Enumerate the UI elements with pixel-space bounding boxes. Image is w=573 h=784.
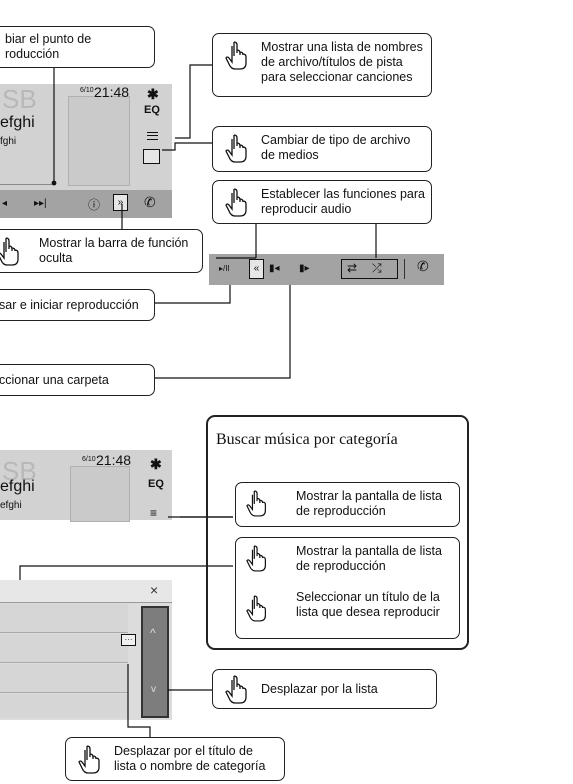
album-art (70, 466, 130, 522)
callout-change-type: Cambiar de tipo de archivo de medios (212, 126, 432, 172)
list-row[interactable] (0, 604, 128, 633)
category-item-2-text: Mostrar la pantalla de lista de reproduc… (296, 544, 442, 573)
pointing-hand-icon (225, 675, 247, 704)
show-bar-button[interactable]: » (113, 194, 128, 211)
callout-scroll-list: Desplazar por la lista (212, 669, 437, 709)
eq-button[interactable]: EQ (148, 478, 164, 490)
list-row[interactable] (0, 634, 128, 663)
pointing-hand-icon (246, 490, 266, 517)
folder-prev-icon[interactable]: ▮◂ (269, 263, 280, 274)
close-icon[interactable]: × (150, 582, 159, 598)
category-panel-title: Buscar música por categoría (216, 431, 398, 448)
callout-scroll-list-text: Desplazar por la lista (261, 682, 378, 696)
track-artist: efghi (0, 500, 22, 511)
info-icon[interactable]: ⓘ (88, 198, 101, 212)
repeat-icon[interactable]: ⇄ (347, 261, 358, 275)
callout-scroll-title: Desplazar por el título de lista o nombr… (65, 737, 285, 781)
callout-pause-play-text: sar e iniciar reproducción (0, 298, 139, 312)
scroll-down-icon[interactable]: v (151, 684, 156, 695)
eq-button[interactable]: EQ (144, 104, 160, 116)
gear-icon[interactable]: ✱ (150, 456, 162, 472)
category-item-1-text: Mostrar la pantalla de lista de reproduc… (296, 489, 442, 518)
list-row[interactable] (0, 694, 128, 718)
pointing-hand-icon (225, 134, 247, 163)
callout-show-list: Mostrar una lista de nombres de archivo/… (212, 33, 432, 97)
phone-icon[interactable]: ✆ (417, 258, 429, 274)
date-label: 6/10 (80, 87, 94, 94)
list-screen: × ··· ^ v (0, 580, 172, 720)
callout-set-functions-text: Establecer las funciones para reproducir… (261, 187, 425, 216)
callout-select-folder-text: ccionar una carpeta (0, 373, 109, 387)
middle-function-bar: ▸/II « ▮◂ ▮▸ ⇄ ⤮ ✆ (209, 254, 444, 285)
category-panel: Buscar música por categoría Mostrar la p… (206, 415, 469, 650)
scroll-bar[interactable]: ^ v (141, 606, 169, 718)
next-icon[interactable]: ▸▸| (34, 198, 47, 209)
category-item-3-text: Seleccionar un título de la lista que de… (296, 590, 440, 619)
pointing-hand-icon (0, 237, 19, 266)
track-title: efghi (0, 478, 35, 495)
ghost-text: SB (2, 456, 37, 486)
track-title: efghi (0, 114, 35, 131)
pointing-hand-icon (225, 188, 247, 217)
hide-bar-button[interactable]: « (249, 259, 264, 279)
track-artist: fghi (0, 136, 17, 147)
callout-change-type-text: Cambiar de tipo de archivo de medios (261, 133, 411, 162)
top-player-screen: SB efghi fghi 6/10 21:48 ✱ EQ ◂ ▸▸| ⓘ » … (0, 84, 172, 218)
pause-play-icon[interactable]: ▸/II (219, 264, 230, 273)
shuffle-icon[interactable]: ⤮ (372, 261, 382, 275)
category-item-group: Mostrar la pantalla de lista de reproduc… (235, 537, 460, 639)
callout-scroll-title-text: Desplazar por el título de lista o nombr… (114, 744, 266, 773)
time-label: 21:48 (96, 452, 132, 468)
lower-player-screen: SB efghi efghi 6/10 21:48 ✱ EQ ≡ (0, 450, 172, 522)
list-row[interactable] (0, 664, 128, 693)
repeat-shuffle-group[interactable] (341, 259, 398, 279)
callout-show-bar-text: Mostrar la barra de función oculta (39, 236, 189, 265)
menu-icon[interactable] (147, 132, 158, 140)
pointing-hand-icon (246, 545, 266, 572)
callout-select-folder: ccionar una carpeta (0, 364, 155, 396)
pointing-hand-icon (78, 745, 100, 774)
prev-icon[interactable]: ◂ (2, 198, 8, 209)
callout-show-list-text: Mostrar una lista de nombres de archivo/… (261, 40, 423, 84)
pointing-hand-icon (225, 41, 247, 70)
ghost-text: SB (2, 84, 37, 114)
gear-icon[interactable]: ✱ (147, 86, 159, 102)
more-title-button[interactable]: ··· (121, 634, 136, 646)
list-menu-icon[interactable]: ≡ (150, 506, 158, 520)
callout-set-functions: Establecer las funciones para reproducir… (212, 180, 432, 224)
progress-bar[interactable] (0, 184, 56, 185)
album-art (68, 96, 130, 186)
top-function-bar: ◂ ▸▸| ⓘ » ✆ (0, 190, 172, 218)
pointing-hand-icon (246, 595, 266, 622)
callout-pause-play: sar e iniciar reproducción (0, 289, 155, 321)
scroll-up-icon[interactable]: ^ (150, 626, 156, 640)
folder-next-icon[interactable]: ▮▸ (299, 263, 310, 274)
callout-change-point-text: biar el punto de roducción (5, 32, 92, 61)
list-header (0, 580, 172, 603)
callout-change-point: biar el punto de roducción (0, 26, 155, 68)
date-label: 6/10 (82, 456, 96, 463)
callout-show-bar: Mostrar la barra de función oculta (0, 229, 203, 273)
phone-icon[interactable]: ✆ (144, 194, 156, 210)
category-item-1: Mostrar la pantalla de lista de reproduc… (235, 482, 460, 527)
time-label: 21:48 (94, 84, 130, 100)
divider (404, 259, 405, 279)
media-type-button[interactable] (143, 149, 160, 164)
